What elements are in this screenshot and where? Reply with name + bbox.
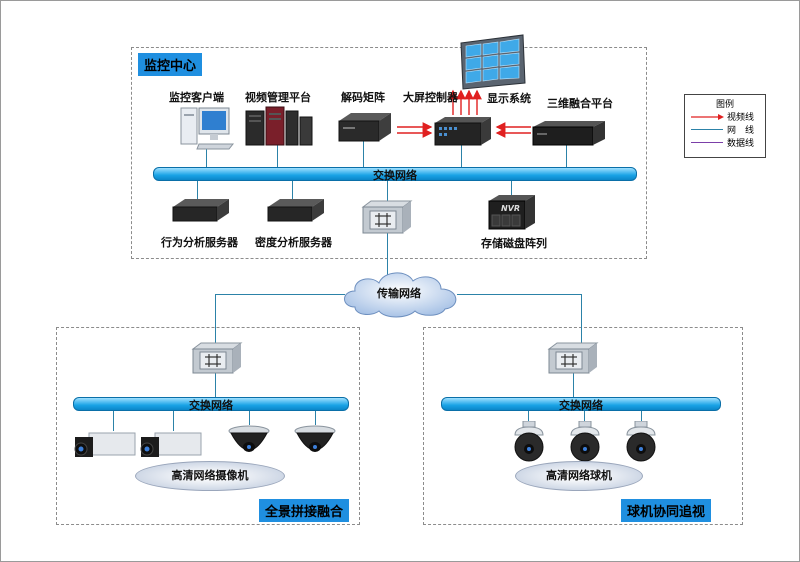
- density-link: [292, 179, 293, 199]
- behavior-label: 行为分析服务器: [161, 236, 238, 249]
- cam1-link: [113, 409, 114, 431]
- legend-data-label: 数据线: [727, 139, 755, 149]
- behavior-link: [197, 179, 198, 199]
- transport-cloud-icon: [344, 272, 457, 318]
- decoder-icon: [338, 113, 391, 142]
- transport-left-line: [215, 294, 345, 295]
- dome3-link: [641, 409, 642, 423]
- box-camera-icon: [74, 432, 136, 457]
- density-label: 密度分析服务器: [255, 236, 332, 249]
- red-arrow-icon: [691, 114, 724, 120]
- dome-camera-icon: [228, 425, 270, 452]
- right-drop: [581, 294, 582, 344]
- center-switch-link: [387, 179, 388, 201]
- camera-group: 高清网络摄像机: [135, 461, 285, 491]
- legend-title: 图例: [715, 100, 734, 110]
- cam3-link: [249, 409, 250, 425]
- legend-video-label: 视频线: [727, 113, 755, 123]
- fusion-platform-icon: [532, 121, 605, 146]
- behavior-server-icon: [172, 199, 229, 222]
- client-pc-icon: [180, 107, 235, 150]
- decoder-label: 解码矩阵: [341, 91, 385, 104]
- nvr-badge: NVR: [501, 204, 521, 213]
- left-drop: [215, 294, 216, 344]
- left-switch-bus: 交换网络: [73, 397, 349, 412]
- center-switch-bus: 交换网络: [153, 167, 637, 182]
- center-switch-label: 交换网络: [373, 169, 417, 182]
- legend-data-row: 数据线: [685, 136, 765, 149]
- storage-array-icon: [488, 195, 535, 230]
- transport-network-label: 传输网络: [377, 287, 421, 300]
- legend-video-row: 视频线: [685, 110, 765, 123]
- uplink-center: [387, 233, 388, 277]
- transport-right-line: [457, 294, 581, 295]
- decoder-link: [363, 141, 364, 167]
- data-line-swatch: [691, 142, 723, 143]
- cam4-link: [315, 409, 316, 425]
- legend-net-label: 网 线: [727, 126, 755, 136]
- panorama-region: [56, 327, 360, 525]
- left-switch-icon: [191, 342, 243, 374]
- dome-group-label: 高清网络球机: [546, 469, 612, 482]
- vms-server-icon: [245, 106, 313, 146]
- controller-label: 大屏控制器: [403, 91, 458, 104]
- dome-group: 高清网络球机: [515, 461, 643, 491]
- net-line-swatch: [691, 129, 723, 130]
- left-switch-label: 交换网络: [189, 399, 233, 412]
- storage-label: 存储磁盘阵列: [481, 237, 547, 250]
- monitoring-center-tag: 监控中心: [138, 53, 203, 76]
- display-label: 显示系统: [487, 92, 531, 105]
- left-switch-bus-link: [215, 371, 216, 397]
- ptz-region: [423, 327, 743, 525]
- right-switch-icon: [547, 342, 599, 374]
- display-wall-icon: [460, 34, 526, 90]
- camera-group-label: 高清网络摄像机: [171, 469, 249, 482]
- ptz-dome-icon: [626, 421, 656, 462]
- center-switch-icon: [361, 200, 413, 234]
- dome1-link: [528, 409, 529, 423]
- legend-net-row: 网 线: [685, 123, 765, 136]
- vms-link: [277, 145, 278, 167]
- storage-link: [511, 179, 512, 195]
- right-switch-bus: 交换网络: [441, 397, 721, 412]
- dome-camera-icon: [294, 425, 336, 452]
- client-link: [206, 149, 207, 167]
- ptz-dome-icon: [514, 421, 544, 462]
- dome2-link: [584, 409, 585, 423]
- box-camera-icon: [140, 432, 202, 457]
- panorama-tag: 全景拼接融合: [259, 499, 350, 522]
- right-switch-label: 交换网络: [559, 399, 603, 412]
- controller-icon: [434, 117, 491, 146]
- controller-link: [461, 145, 462, 167]
- client-label: 监控客户端: [169, 91, 224, 104]
- right-switch-bus-link: [573, 371, 574, 397]
- fusion-link: [566, 145, 567, 167]
- fusion-label: 三维融合平台: [547, 97, 613, 110]
- vms-label: 视频管理平台: [245, 91, 311, 104]
- density-server-icon: [267, 199, 324, 222]
- legend: 图例 视频线 网 线 数据线: [684, 94, 766, 158]
- cam2-link: [173, 409, 174, 431]
- ptz-tag: 球机协同追视: [621, 499, 712, 522]
- monitoring-center-region: [131, 47, 647, 259]
- video-arrows: [397, 89, 531, 138]
- ptz-dome-icon: [570, 421, 600, 462]
